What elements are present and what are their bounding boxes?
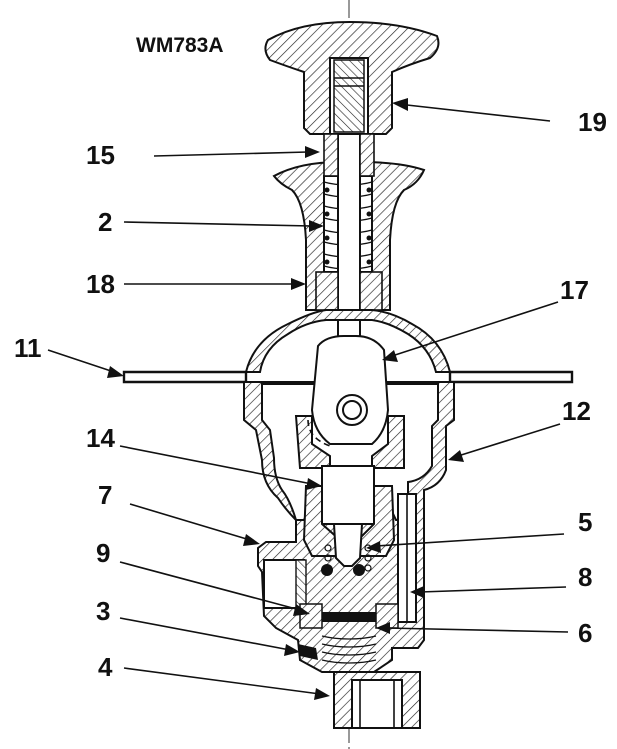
- callout-12: 12: [562, 396, 591, 426]
- callout-labels: 19 15 2 18 17 11 12 14 7 5 9 8 3 6 4: [14, 107, 607, 682]
- callout-17: 17: [560, 275, 589, 305]
- callout-3: 3: [96, 596, 110, 626]
- callout-11: 11: [14, 333, 42, 363]
- outlet-nozzle: [333, 671, 421, 729]
- callout-19: 19: [578, 107, 607, 137]
- callout-8: 8: [578, 562, 592, 592]
- callout-leaders: [47, 98, 569, 700]
- callout-2: 2: [98, 207, 112, 237]
- callout-9: 9: [96, 538, 110, 568]
- callout-5: 5: [578, 507, 592, 537]
- callout-6: 6: [578, 618, 592, 648]
- callout-18: 18: [86, 269, 115, 299]
- valve-plunger: [298, 465, 399, 664]
- callout-7: 7: [98, 480, 112, 510]
- callout-14: 14: [86, 423, 115, 453]
- reference-code: WM783A: [136, 34, 224, 57]
- callout-15: 15: [86, 140, 115, 170]
- cam-lever: [294, 335, 405, 469]
- callout-4: 4: [98, 652, 113, 682]
- knob: [264, 20, 440, 135]
